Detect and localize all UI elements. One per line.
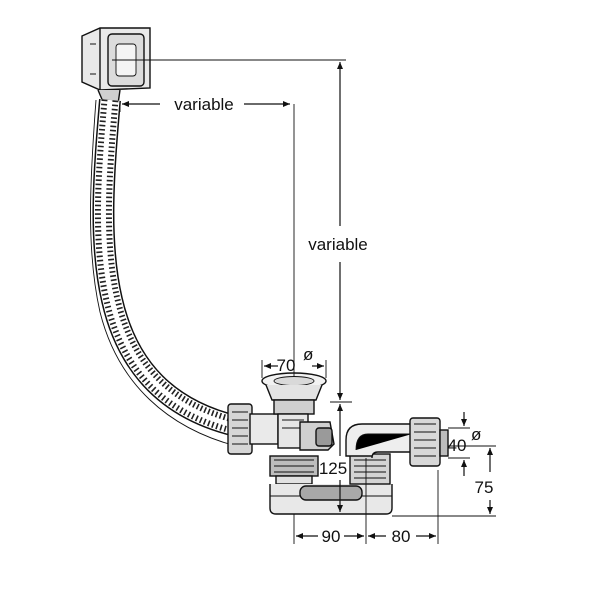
- label-horizontal-variable: variable: [174, 95, 234, 114]
- trap-siphon: [269, 453, 393, 515]
- label-vertical-variable: variable: [308, 235, 368, 254]
- central-body: [269, 421, 335, 485]
- overflow-head: [81, 27, 151, 105]
- hose-connector-nut: [227, 403, 279, 455]
- label-outlet-diameter-symbol: ø: [471, 425, 481, 444]
- dimension-lines: [112, 59, 496, 544]
- label-plug-diameter: 70: [277, 356, 296, 375]
- label-height-125: 125: [319, 459, 347, 478]
- label-plug-diameter-symbol: ø: [303, 345, 313, 364]
- label-width-90: 90: [322, 527, 341, 546]
- label-width-80: 80: [392, 527, 411, 546]
- label-outlet-diameter: 40: [448, 436, 467, 455]
- label-height-75: 75: [475, 478, 494, 497]
- outlet-elbow: [345, 417, 449, 467]
- flexible-hose: [90, 99, 239, 447]
